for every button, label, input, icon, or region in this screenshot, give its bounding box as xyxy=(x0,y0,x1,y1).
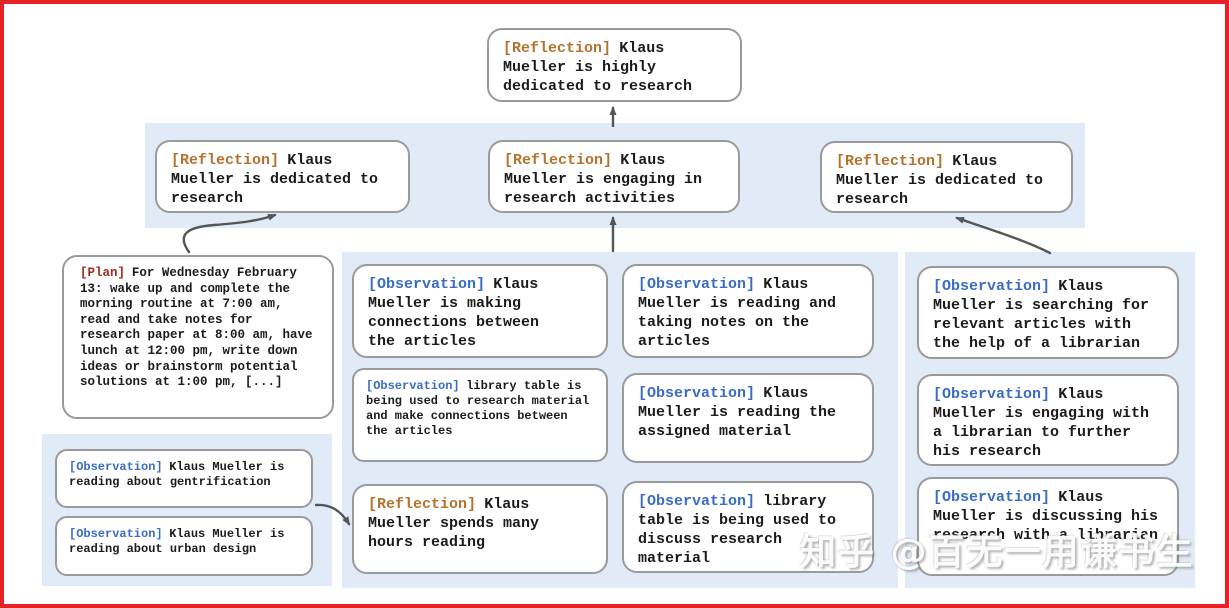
node-observation-connections: [Observation]Klaus Mueller is making con… xyxy=(352,264,608,358)
node-observation-library-table-discuss: [Observation]library table is being used… xyxy=(622,481,874,573)
node-text: Klaus Mueller is dedicated to research xyxy=(171,152,379,207)
reflection-label: [Reflection] xyxy=(504,152,613,169)
node-reflection-left: [Reflection]Klaus Mueller is dedicated t… xyxy=(155,140,410,213)
node-observation-searching-articles: [Observation]Klaus Mueller is searching … xyxy=(917,266,1179,359)
node-text: Klaus Mueller is engaging with a librari… xyxy=(933,386,1150,460)
node-text: Klaus Mueller is reading about urban des… xyxy=(69,527,285,556)
node-observation-engaging-librarian: [Observation]Klaus Mueller is engaging w… xyxy=(917,374,1179,466)
observation-label: [Observation] xyxy=(933,489,1051,506)
node-reflection-right: [Reflection]Klaus Mueller is dedicated t… xyxy=(820,141,1073,213)
node-text: Klaus Mueller is reading and taking note… xyxy=(638,276,837,350)
observation-label: [Observation] xyxy=(933,278,1051,295)
observation-label: [Observation] xyxy=(69,460,163,474)
observation-label: [Observation] xyxy=(638,276,756,293)
node-observation-taking-notes: [Observation]Klaus Mueller is reading an… xyxy=(622,264,874,358)
node-observation-discussing-librarian: [Observation]Klaus Mueller is discussing… xyxy=(917,477,1179,576)
reflection-label: [Reflection] xyxy=(368,496,477,513)
node-observation-urban-design: [Observation]Klaus Mueller is reading ab… xyxy=(55,516,313,576)
node-reflection-middle: [Reflection]Klaus Mueller is engaging in… xyxy=(488,140,740,213)
node-reflection-hours-reading: [Reflection]Klaus Mueller spends many ho… xyxy=(352,484,608,574)
node-text: library table is being used to discuss r… xyxy=(638,493,837,567)
observation-label: [Observation] xyxy=(638,493,756,510)
node-plan: [Plan]For Wednesday February 13: wake up… xyxy=(62,255,334,419)
node-text: Klaus Mueller is engaging in research ac… xyxy=(504,152,703,207)
node-text: Klaus Mueller is reading about gentrific… xyxy=(69,460,285,489)
reflection-label: [Reflection] xyxy=(836,153,945,170)
observation-label: [Observation] xyxy=(69,527,163,541)
node-text: Klaus Mueller spends many hours reading xyxy=(368,496,540,551)
reflection-label: [Reflection] xyxy=(503,40,612,57)
node-text: Klaus Mueller is making connections betw… xyxy=(368,276,540,350)
node-text: Klaus Mueller is dedicated to research xyxy=(836,153,1044,208)
plan-label: [Plan] xyxy=(80,266,126,280)
observation-label: [Observation] xyxy=(366,379,460,393)
observation-label: [Observation] xyxy=(933,386,1051,403)
node-observation-gentrification: [Observation]Klaus Mueller is reading ab… xyxy=(55,449,313,508)
node-text: For Wednesday February 13: wake up and c… xyxy=(80,266,313,390)
node-text: Klaus Mueller is discussing his research… xyxy=(933,489,1159,544)
observation-label: [Observation] xyxy=(638,385,756,402)
node-text: Klaus Mueller is searching for relevant … xyxy=(933,278,1150,352)
node-text: Klaus Mueller is highly dedicated to res… xyxy=(503,40,693,95)
node-reflection-top: [Reflection]Klaus Mueller is highly dedi… xyxy=(487,28,742,102)
node-observation-assigned-material: [Observation]Klaus Mueller is reading th… xyxy=(622,373,874,463)
node-observation-library-table-research: [Observation]library table is being used… xyxy=(352,368,608,462)
node-text: Klaus Mueller is reading the assigned ma… xyxy=(638,385,837,440)
node-text: library table is being used to research … xyxy=(366,379,590,438)
observation-label: [Observation] xyxy=(368,276,486,293)
reflection-label: [Reflection] xyxy=(171,152,280,169)
